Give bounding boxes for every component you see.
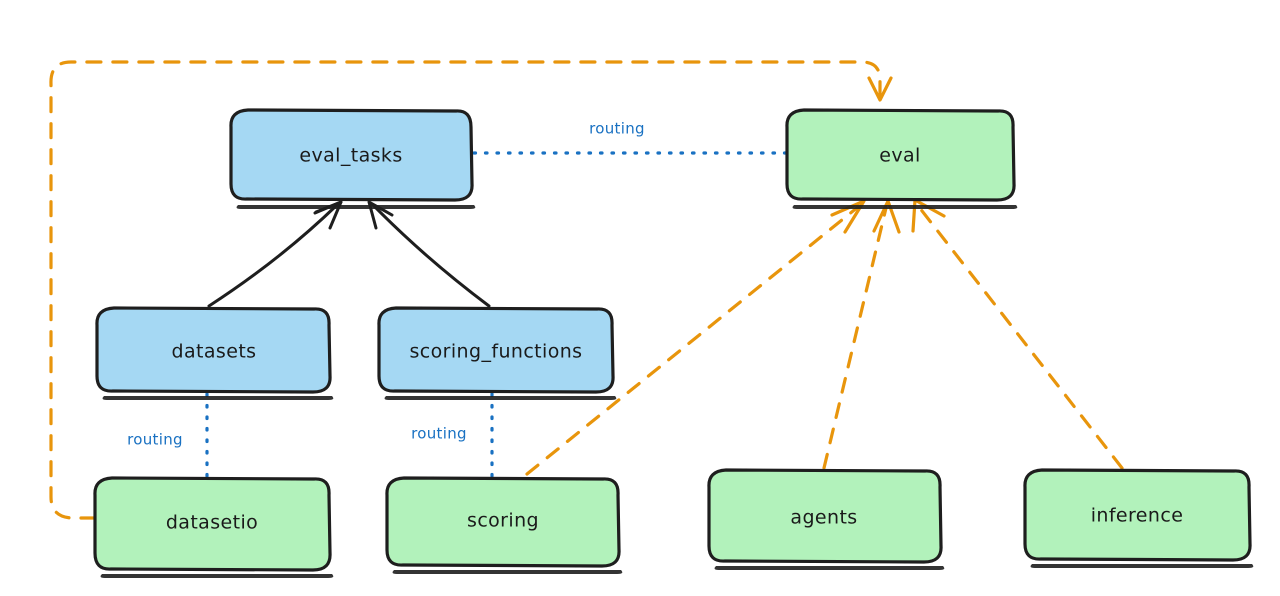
node-agents-label: agents: [790, 507, 857, 529]
node-scoring-label: scoring: [467, 510, 539, 532]
node-scoring-functions-fill: [379, 308, 613, 392]
edge-inference-to-eval-arrowhead: [911, 198, 946, 233]
node-scoring-fill: [387, 478, 619, 566]
node-datasets[interactable]: datasets: [95, 306, 334, 400]
node-eval-tasks-fill: [231, 110, 472, 200]
node-eval-tasks-shadow: [236, 205, 476, 209]
edge-label-routing-scoring: routing: [411, 425, 467, 443]
node-datasetio-label: datasetio: [166, 512, 258, 534]
node-eval-tasks-label: eval_tasks: [299, 145, 402, 167]
node-eval-tasks[interactable]: eval_tasks: [229, 108, 476, 209]
node-eval-tasks-border: [229, 108, 474, 202]
edge-inference-to-eval: [911, 198, 1124, 470]
node-agents-fill: [709, 470, 941, 562]
node-datasetio-shadow: [100, 574, 334, 578]
edge-datasetio-to-eval: [49, 60, 893, 520]
node-eval-border: [785, 108, 1016, 202]
edge-scoring-functions-to-eval-tasks: [367, 200, 491, 308]
node-agents[interactable]: agents: [707, 468, 945, 570]
edge-datasets-to-eval-tasks-path: [207, 203, 339, 308]
edge-inference-to-eval-path: [917, 205, 1124, 470]
node-datasets-border: [95, 306, 332, 394]
edge-scoring-to-eval-arrowhead: [830, 199, 866, 234]
edge-scoring-to-eval: [525, 199, 866, 476]
edge-datasetio-to-eval-path: [49, 60, 882, 520]
node-scoring[interactable]: scoring: [385, 476, 623, 574]
edge-agents-to-eval: [822, 199, 901, 470]
node-datasets-label: datasets: [172, 341, 257, 363]
edge-datasets-to-eval-tasks: [207, 200, 343, 308]
node-inference-shadow: [1030, 564, 1254, 568]
node-scoring-functions-shadow: [384, 396, 617, 400]
node-scoring-functions[interactable]: scoring_functions: [377, 306, 617, 400]
edge-label-routing-datasetio: routing: [127, 431, 183, 449]
node-agents-shadow: [714, 566, 945, 570]
node-inference-label: inference: [1091, 505, 1184, 527]
node-scoring-functions-border: [377, 306, 615, 394]
node-eval-label: eval: [879, 145, 920, 167]
node-eval[interactable]: eval: [785, 108, 1018, 209]
node-inference[interactable]: inference: [1023, 468, 1254, 568]
node-datasetio-border: [93, 476, 332, 572]
node-eval-fill: [787, 110, 1014, 200]
node-datasetio[interactable]: datasetio: [93, 476, 334, 578]
node-datasets-fill: [97, 308, 330, 392]
node-scoring-functions-label: scoring_functions: [410, 341, 583, 363]
node-inference-border: [1023, 468, 1252, 562]
edge-label-routing-eval: routing: [589, 120, 645, 138]
node-inference-fill: [1025, 470, 1250, 560]
edge-scoring-functions-to-eval-tasks-arrowhead: [367, 200, 394, 230]
node-scoring-border: [385, 476, 621, 568]
node-datasets-shadow: [102, 396, 334, 400]
node-datasetio-fill: [95, 478, 330, 570]
node-agents-border: [707, 468, 943, 564]
edge-scoring-to-eval-path: [525, 205, 860, 476]
edge-scoring-functions-to-eval-tasks-path: [371, 203, 491, 308]
edge-datasetio-to-eval-arrowhead: [867, 76, 893, 102]
node-scoring-shadow: [392, 570, 623, 574]
node-eval-shadow: [792, 205, 1018, 209]
edge-agents-to-eval-path: [822, 206, 888, 470]
